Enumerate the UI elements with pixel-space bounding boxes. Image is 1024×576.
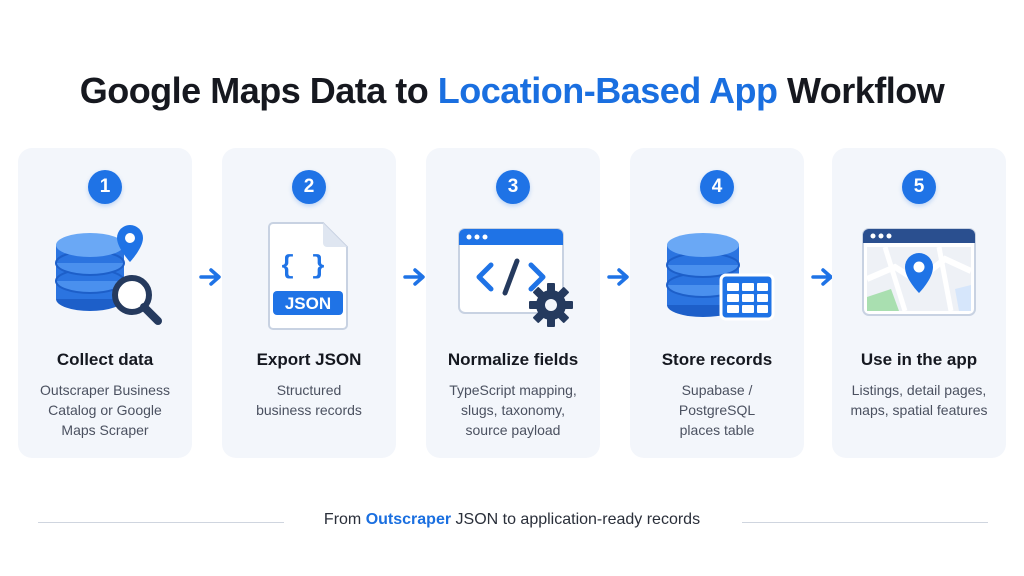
workflow-steps: 1 Collect data Outscrape	[18, 148, 1006, 458]
footer-accent: Outscraper	[365, 511, 452, 528]
step-title: Use in the app	[860, 350, 978, 369]
footer-caption: From Outscraper JSON to application-read…	[0, 511, 1024, 529]
step-description: Supabase / PostgreSQL places table	[678, 382, 756, 438]
step-card-use-in-app: 5 Use in the app Listings, detail pages,…	[832, 148, 1006, 458]
step-card-normalize-fields: 3	[426, 148, 600, 458]
app-map-pin-icon	[849, 216, 989, 334]
arrow-right-icon	[604, 266, 634, 288]
step-number-badge: 5	[902, 170, 936, 204]
database-search-pin-icon	[35, 216, 175, 334]
step-number-badge: 2	[292, 170, 326, 204]
step-title: Export JSON	[256, 350, 362, 369]
step-description: Structured business records	[256, 382, 362, 418]
step-card-export-json: 2 { } JSON Export JSON Structured busine…	[222, 148, 396, 458]
step-number-badge: 4	[700, 170, 734, 204]
step-description: TypeScript mapping, slugs, taxonomy, sou…	[449, 382, 577, 438]
step-card-collect-data: 1 Collect data Outscrape	[18, 148, 192, 458]
step-description: Outscraper Business Catalog or Google Ma…	[40, 382, 170, 438]
arrow-right-icon	[400, 266, 430, 288]
step-title: Collect data	[56, 350, 154, 369]
file-label: JSON	[285, 294, 331, 313]
step-description: Listings, detail pages, maps, spatial fe…	[850, 382, 988, 418]
step-number-badge: 3	[496, 170, 530, 204]
title-part2: Workflow	[777, 70, 945, 111]
footer-part2: JSON to application-ready records	[451, 511, 701, 528]
step-title: Normalize fields	[447, 350, 579, 369]
arrow-right-icon	[808, 266, 838, 288]
arrow-right-icon	[196, 266, 226, 288]
footer-divider-left	[38, 522, 284, 523]
title-part1: Google Maps Data to	[79, 70, 438, 111]
file-braces: { }	[280, 251, 327, 281]
footer-part1: From	[323, 511, 366, 528]
footer-divider-right	[742, 522, 988, 523]
page-title: Google Maps Data to Location-Based App W…	[0, 70, 1024, 112]
code-window-gear-icon	[443, 216, 583, 334]
json-file-icon: { } JSON	[239, 216, 379, 334]
title-accent: Location-Based App	[437, 70, 778, 111]
step-number-badge: 1	[88, 170, 122, 204]
step-card-store-records: 4	[630, 148, 804, 458]
database-table-icon	[647, 216, 787, 334]
step-title: Store records	[661, 350, 773, 369]
